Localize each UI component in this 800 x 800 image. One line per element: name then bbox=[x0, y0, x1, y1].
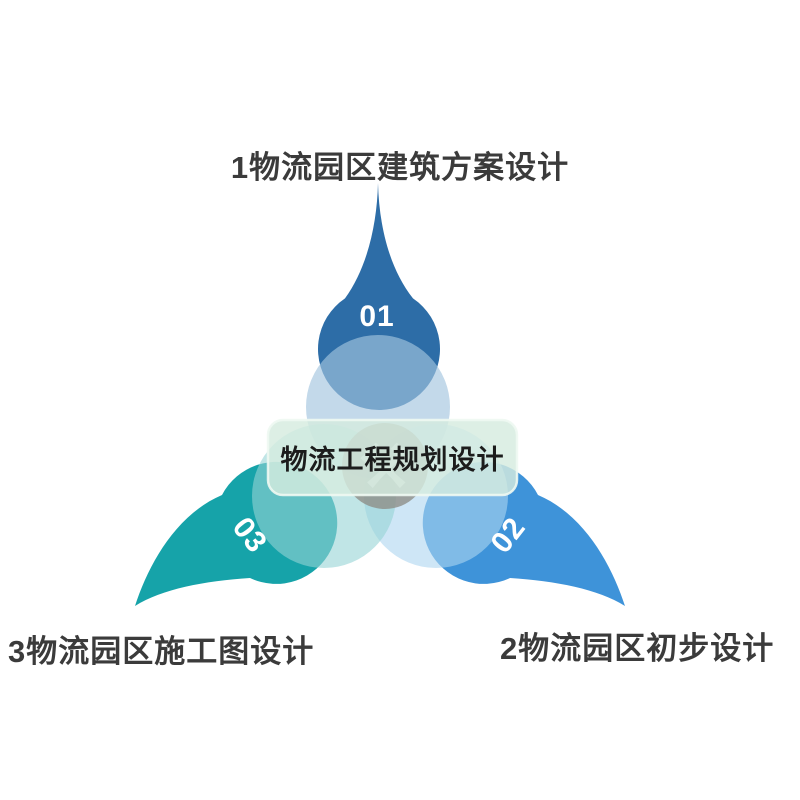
label-step-1: 1物流园区建筑方案设计 bbox=[230, 150, 570, 185]
label-step-3: 3物流园区施工图设计 bbox=[8, 634, 315, 669]
step-number-01: 01 bbox=[359, 300, 394, 333]
center-panel bbox=[266, 418, 519, 497]
label-step-2: 2物流园区初步设计 bbox=[500, 631, 775, 666]
center-panel-title: 物流工程规划设计 bbox=[280, 445, 505, 475]
